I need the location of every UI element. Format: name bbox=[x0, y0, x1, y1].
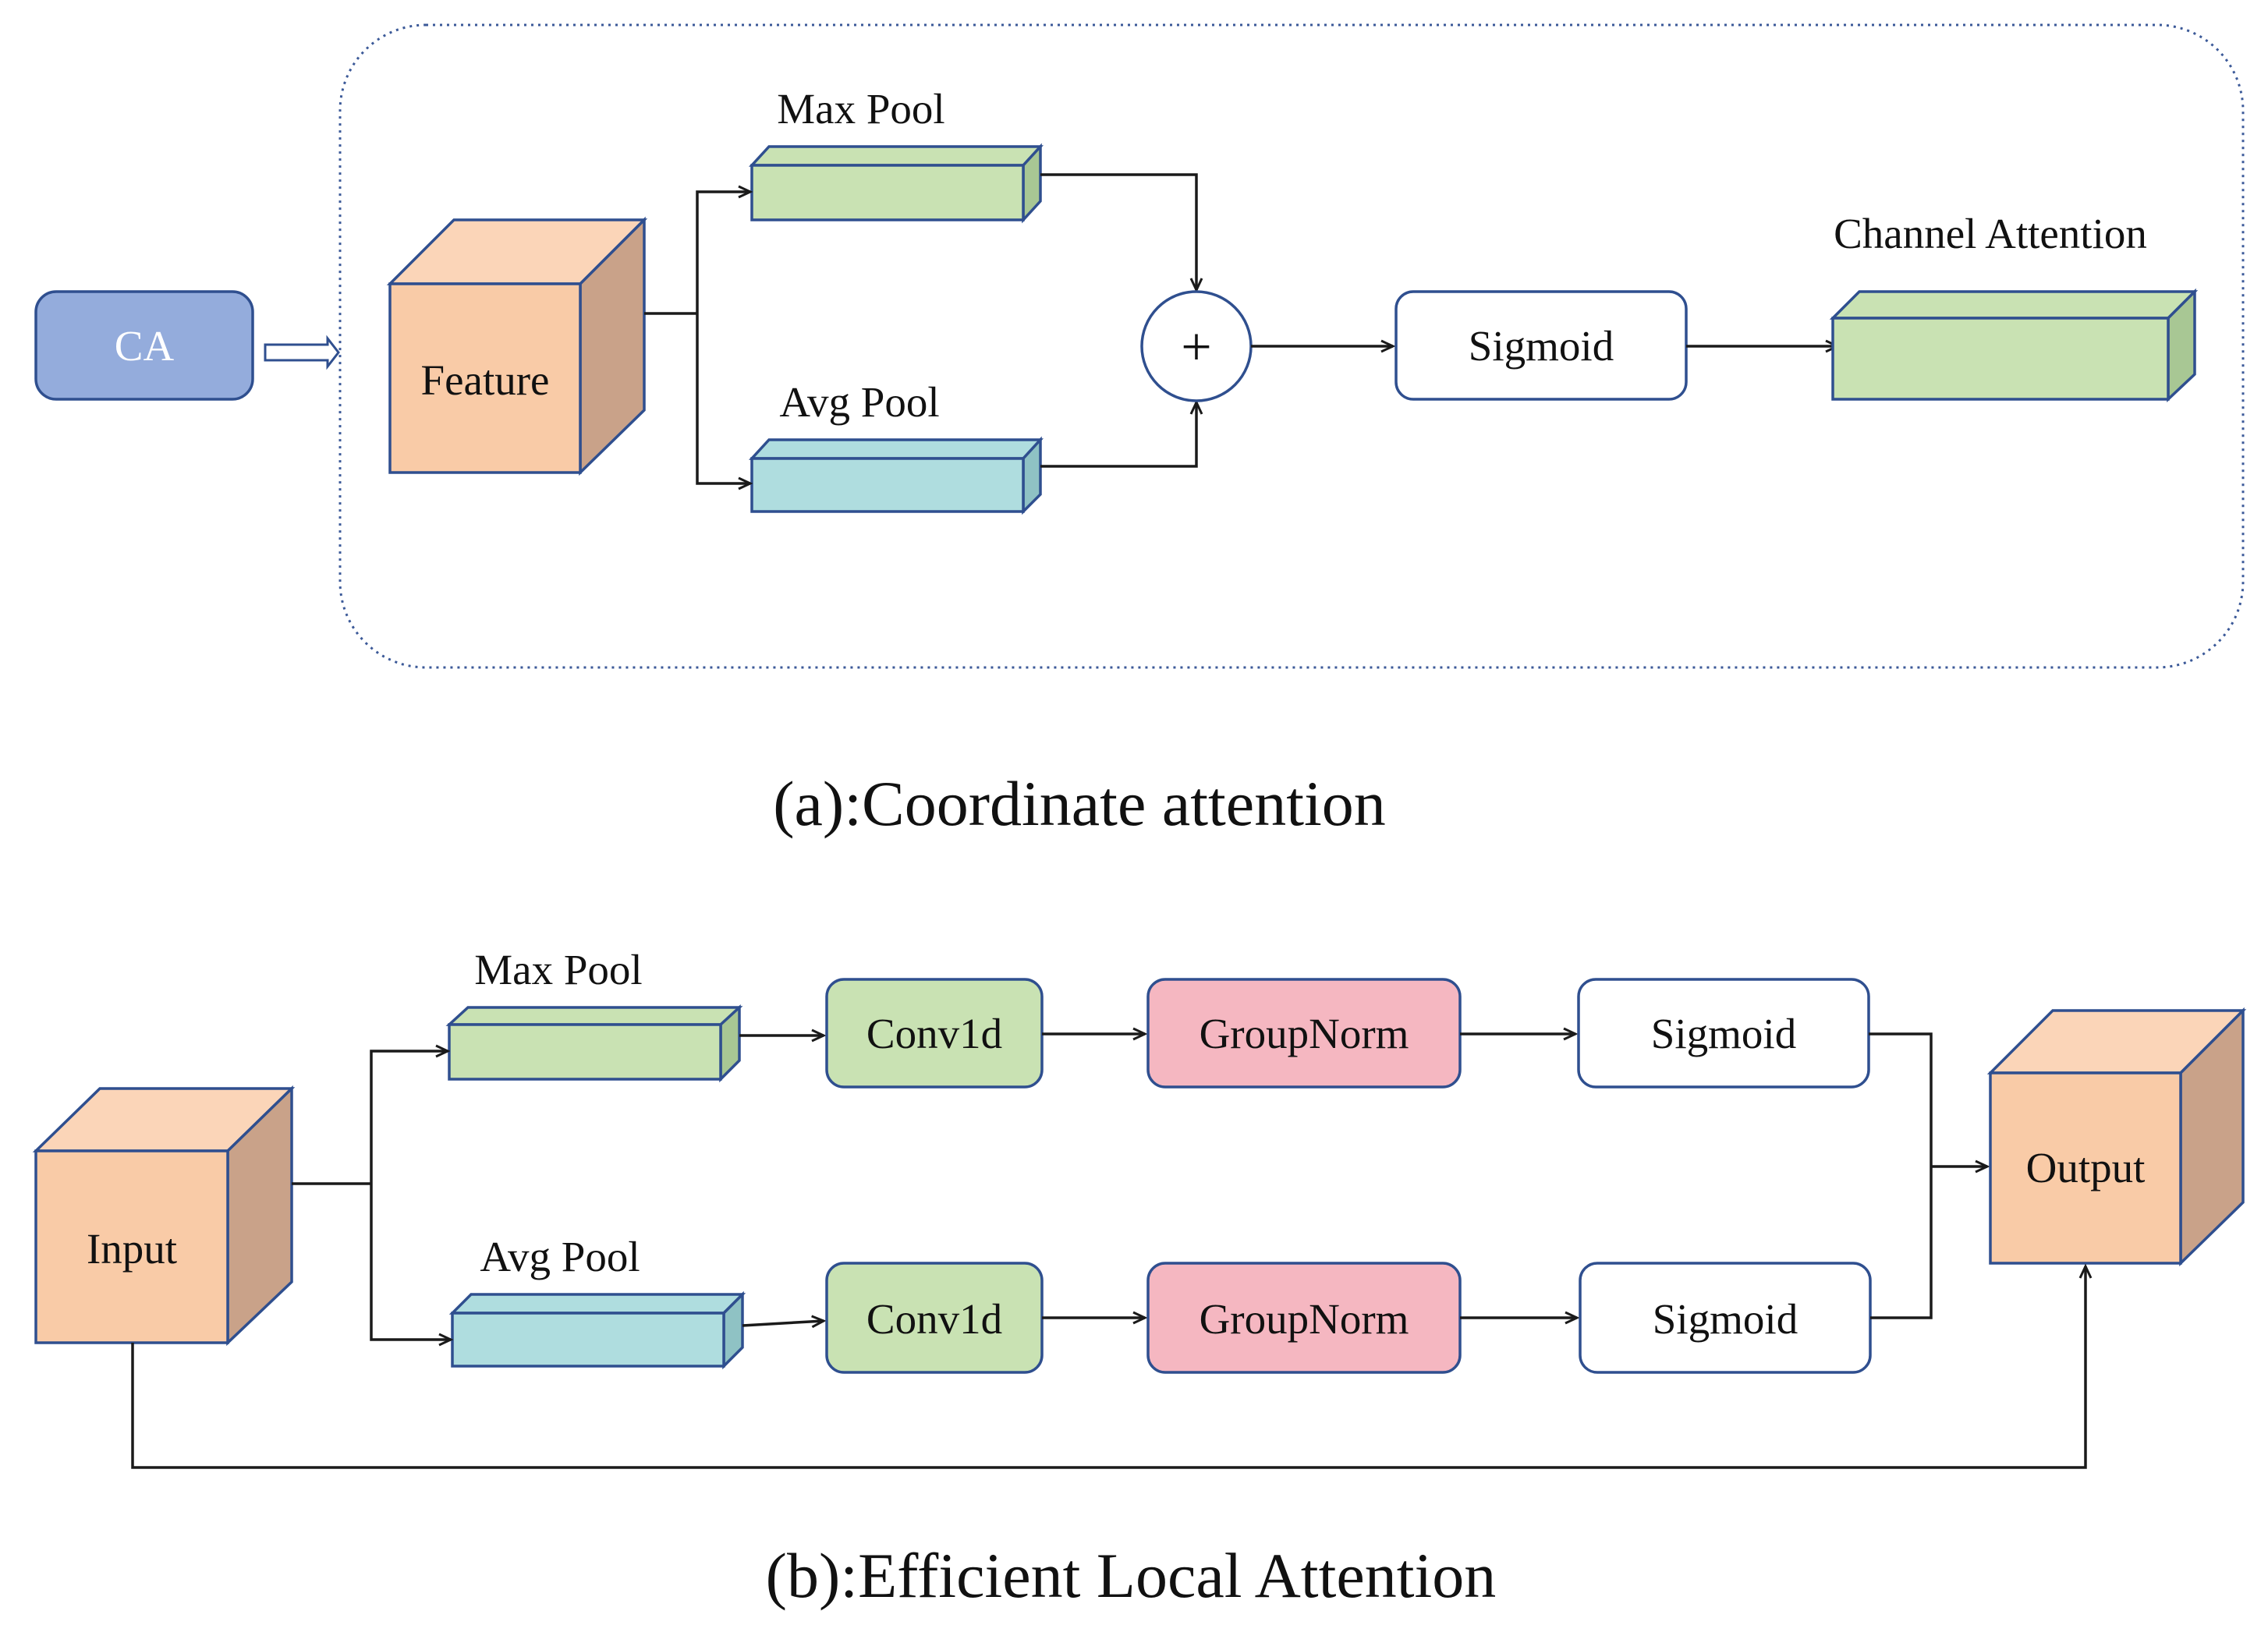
sigmoid-label-top: Sigmoid bbox=[1651, 1010, 1796, 1057]
maxpool-label-a: Max Pool bbox=[777, 85, 944, 133]
sigmoid-label-a: Sigmoid bbox=[1469, 322, 1614, 370]
conv1d-label-top: Conv1d bbox=[866, 1010, 1002, 1057]
output-label: Output bbox=[2026, 1144, 2146, 1191]
connector-avgpool-to-add bbox=[1040, 402, 1196, 468]
dotted-module-frame bbox=[338, 23, 2245, 669]
panel-b: Input Max Pool Avg Pool Conv1d GroupNorm… bbox=[32, 946, 2247, 1611]
connector-sigmoid-bottom-merge bbox=[1870, 1167, 1933, 1319]
channel-attention-bar bbox=[1829, 288, 2199, 403]
panel-a: CA Feature Max Pool Avg Pool bbox=[34, 23, 2245, 839]
connector-to-maxpool-b bbox=[370, 1051, 448, 1184]
output-cube bbox=[1986, 1007, 2247, 1267]
caption-a: (a):Coordinate attention bbox=[773, 768, 1386, 839]
maxpool-bar-a bbox=[749, 143, 1044, 224]
ca-expand-arrow-icon bbox=[264, 335, 340, 370]
groupnorm-label-bottom: GroupNorm bbox=[1200, 1295, 1409, 1343]
maxpool-bar-b bbox=[445, 1004, 743, 1083]
avgpool-bar-a bbox=[749, 436, 1044, 515]
sigmoid-label-bottom: Sigmoid bbox=[1653, 1295, 1798, 1343]
connector-to-avgpool-a bbox=[696, 313, 750, 483]
avgpool-label-a: Avg Pool bbox=[779, 378, 939, 426]
connector-to-maxpool-a bbox=[696, 192, 750, 313]
feature-cube bbox=[386, 216, 648, 476]
maxpool-label-b: Max Pool bbox=[474, 946, 642, 993]
connector-avgpool-to-conv bbox=[742, 1321, 824, 1326]
channel-attention-label: Channel Attention bbox=[1834, 210, 2147, 257]
avgpool-bar-b bbox=[448, 1290, 746, 1370]
connector-to-avgpool-b bbox=[370, 1184, 451, 1340]
conv1d-label-bottom: Conv1d bbox=[866, 1295, 1002, 1343]
plus-symbol: + bbox=[1181, 317, 1211, 377]
avgpool-label-b: Avg Pool bbox=[480, 1233, 640, 1280]
caption-b: (b):Efficient Local Attention bbox=[766, 1540, 1497, 1611]
feature-label: Feature bbox=[421, 356, 550, 404]
ca-box bbox=[34, 290, 254, 401]
connector-residual bbox=[131, 1266, 2085, 1469]
groupnorm-label-top: GroupNorm bbox=[1200, 1010, 1409, 1057]
input-label: Input bbox=[87, 1225, 177, 1273]
connector-maxpool-to-add bbox=[1040, 173, 1196, 290]
input-cube bbox=[32, 1085, 296, 1347]
connector-sigmoid-top-merge bbox=[1869, 1032, 1933, 1167]
ca-label: CA bbox=[115, 322, 175, 370]
